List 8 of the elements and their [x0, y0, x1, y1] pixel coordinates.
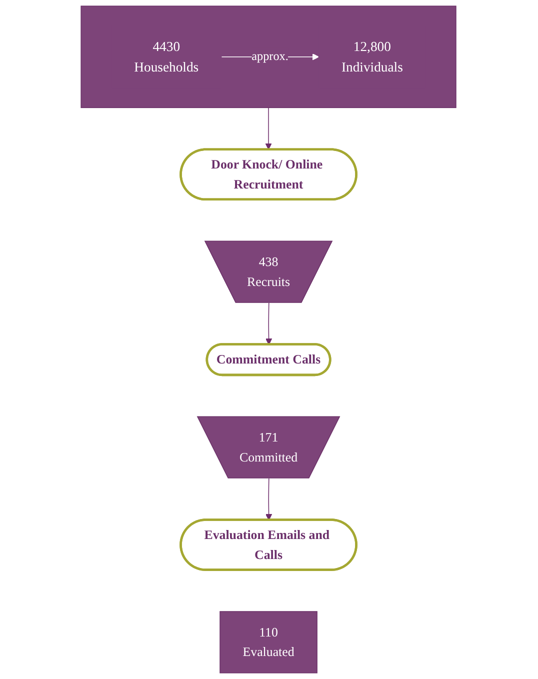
cluster — [81, 6, 457, 108]
node-box: 110 Evaluated — [220, 611, 318, 674]
node-text: 4430 Households — [134, 38, 200, 74]
arrow — [266, 478, 273, 520]
arrow — [266, 302, 273, 345]
edge-label: approx. — [252, 50, 289, 63]
node-text: 12,800 Individuals — [342, 38, 404, 74]
arrow — [266, 107, 272, 150]
